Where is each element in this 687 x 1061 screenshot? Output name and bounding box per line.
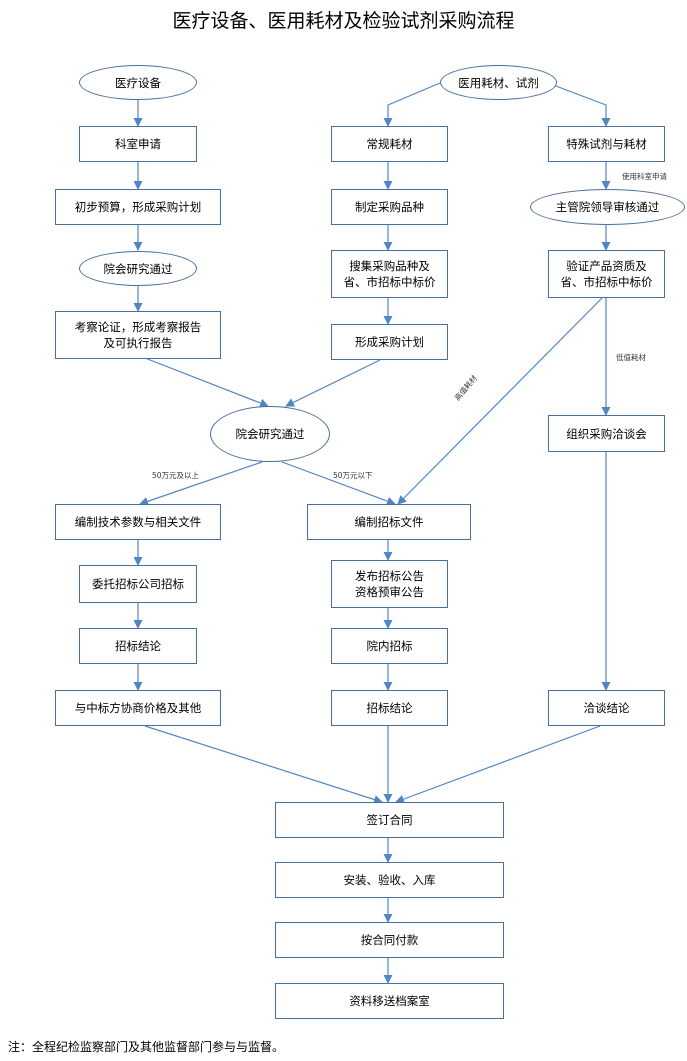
node-collect-prices: 搜集采购品种及 省、市招标中标价 — [331, 250, 448, 298]
arrow-left-to-contract — [144, 725, 383, 804]
label-above-500k: 50万元及以上 — [152, 471, 200, 480]
node-regular-consumables: 常规耗材 — [331, 126, 448, 162]
node-tender-docs: 编制招标文件 — [307, 504, 471, 540]
label-dept-use-apply: 使用科室申请 — [622, 172, 667, 181]
arrow-board2-to-tender — [281, 461, 396, 506]
node-internal-tender: 院内招标 — [331, 628, 448, 664]
node-consumables: 医用耗材、试剂 — [440, 65, 557, 100]
arrow-plan-to-board2 — [285, 359, 381, 407]
arrow-board2-to-tech — [139, 461, 263, 506]
node-dept-apply: 科室申请 — [79, 126, 197, 162]
node-verify-qualification: 验证产品资质及 省、市招标中标价 — [548, 250, 665, 298]
node-install-accept: 安装、验收、入库 — [275, 862, 504, 898]
node-tender-result-mid: 招标结论 — [331, 690, 448, 726]
arrow-report-to-board2 — [144, 357, 269, 408]
node-tech-docs: 编制技术参数与相关文件 — [55, 504, 221, 540]
arrow-consumables-branch-left — [387, 82, 441, 121]
node-negotiation-result: 洽谈结论 — [548, 690, 665, 726]
arrow-right-to-contract — [395, 725, 601, 804]
node-entrust-tender: 委托招标公司招标 — [79, 565, 197, 603]
page-title: 医疗设备、医用耗材及检验试剂采购流程 — [172, 10, 515, 32]
label-low-value: 低值耗材 — [616, 353, 646, 362]
node-announce: 发布招标公告 资格预审公告 — [331, 560, 448, 608]
node-budget: 初步预算，形成采购计划 — [55, 189, 221, 225]
node-medical-equipment: 医疗设备 — [79, 65, 197, 100]
node-leader-approval: 主管院领导审核通过 — [530, 189, 685, 225]
node-board-review-1: 院会研究通过 — [79, 251, 197, 286]
node-tender-result-left: 招标结论 — [79, 628, 197, 664]
label-below-500k: 50万元以下 — [333, 471, 373, 480]
node-sign-contract: 签订合同 — [275, 802, 504, 838]
node-special-reagents: 特殊试剂与耗材 — [548, 126, 665, 162]
node-negotiate-winner: 与中标方协商价格及其他 — [55, 690, 221, 726]
arrow-consumables-branch-right — [547, 82, 607, 121]
node-form-plan: 形成采购计划 — [331, 324, 448, 360]
node-board-review-2: 院会研究通过 — [210, 406, 330, 462]
node-archive: 资料移送档案室 — [275, 983, 504, 1019]
node-organize-negotiation: 组织采购洽谈会 — [548, 415, 665, 452]
footer-note: 注：全程纪检监察部门及其他监督部门参与与监督。 — [8, 1040, 285, 1054]
arrow-verify-to-tender-docs — [397, 297, 603, 505]
node-report: 考察论证，形成考察报告 及可执行报告 — [55, 311, 221, 359]
node-set-variety: 制定采购品种 — [331, 189, 448, 225]
node-payment: 按合同付款 — [275, 922, 504, 958]
